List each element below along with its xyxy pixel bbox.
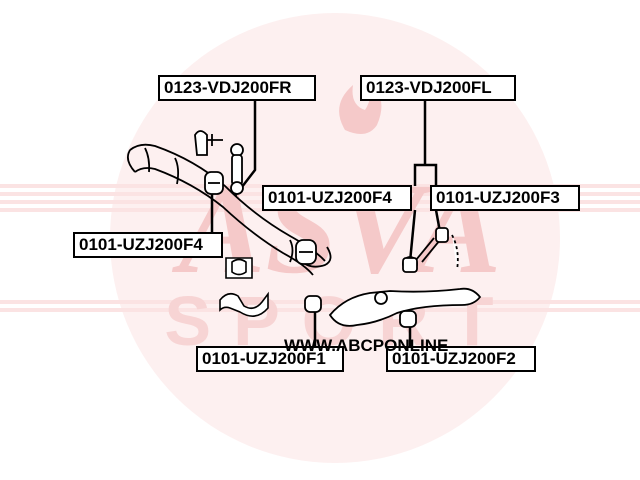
label-0101-uzj200f2: 0101-UZJ200F2 [386,346,536,372]
stabilizer-link-right [194,130,244,195]
label-0101-uzj200f4-center: 0101-UZJ200F4 [262,185,412,211]
label-0123-vdj200fl: 0123-VDJ200FL [360,75,516,101]
watermark-url: WWW.ABCPONLINE [284,336,449,355]
label-0123-vdj200fr: 0123-VDJ200FR [158,75,316,101]
bar-bushing-center [295,239,317,265]
control-arm [304,287,482,328]
label-0101-uzj200f1: 0101-UZJ200F1 [196,346,344,372]
label-0101-uzj200f3: 0101-UZJ200F3 [430,185,580,211]
label-0101-uzj200f4-left: 0101-UZJ200F4 [73,232,223,258]
bushing-bracket [219,257,269,317]
stabilizer-link-left [402,227,459,273]
bar-bushing-right [204,171,224,195]
